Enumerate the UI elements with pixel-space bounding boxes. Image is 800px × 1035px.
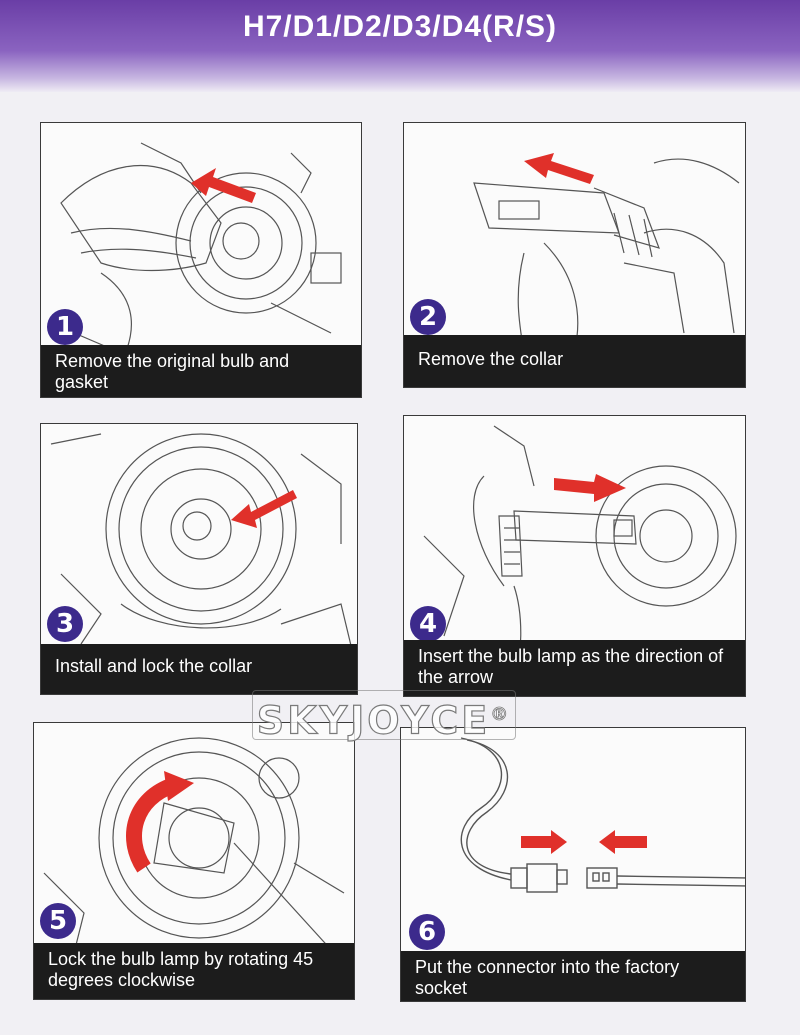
step-panel-1: 1 Remove the original bulb and gasket [40,122,362,398]
registered-mark: ® [490,704,512,726]
step-2-illustration [473,153,740,354]
arrow-connector-left [521,830,567,854]
header-banner [0,0,800,92]
step-6-badge: 6 [409,914,445,950]
step-2-caption: Remove the collar [404,335,745,387]
step-panel-5: 5 Lock the bulb lamp by rotating 45 degr… [33,722,355,1000]
step-1-caption: Remove the original bulb and gasket [41,345,361,397]
step-3-badge: 3 [47,606,83,642]
step-panel-4: 4 Insert the bulb lamp as the direction … [403,415,746,697]
step-3-illustration [50,433,354,655]
step-4-illustration [423,425,737,687]
arrow-insert-bulb [554,474,626,502]
page-title: H7/D1/D2/D3/D4(R/S) [242,10,558,43]
arrow-rotate-clockwise [126,777,177,873]
step-6-illustration [460,737,745,893]
arrow-connector-right [599,830,647,854]
brand-watermark: SKYJOYCE® [252,690,516,743]
step-2-badge: 2 [410,299,446,335]
step-panel-2: 2 Remove the collar [403,122,746,388]
step-3-caption: Install and lock the collar [41,644,357,694]
arrow-lock-collar [231,490,297,528]
watermark-brand: SKYJOYCE [256,698,491,743]
step-6-caption: Put the connector into the factory socke… [401,951,745,1001]
step-1-badge: 1 [47,309,83,345]
arrow-remove-collar [524,153,594,184]
step-4-badge: 4 [410,606,446,642]
step-panel-3: 3 Install and lock the collar [40,423,358,695]
step-5-badge: 5 [40,903,76,939]
arrow-remove-bulb [191,168,256,203]
step-5-caption: Lock the bulb lamp by rotating 45 degree… [34,943,354,999]
step-panel-6: 6 Put the connector into the factory soc… [400,727,746,1002]
step-4-caption: Insert the bulb lamp as the direction of… [404,640,745,696]
step-5-illustration [43,737,345,954]
